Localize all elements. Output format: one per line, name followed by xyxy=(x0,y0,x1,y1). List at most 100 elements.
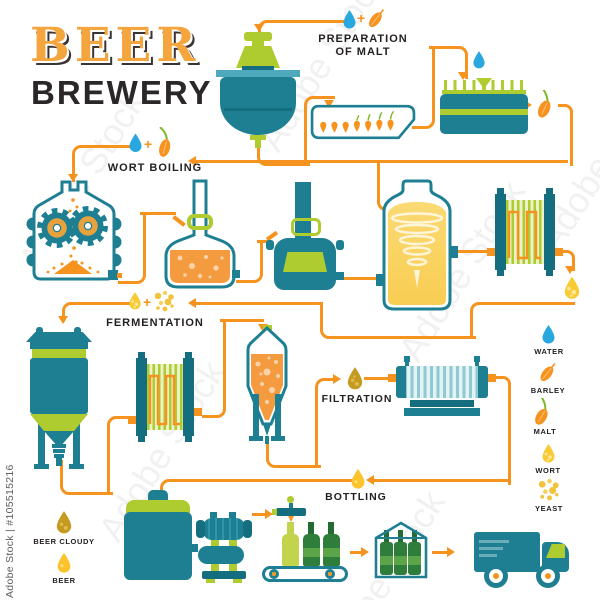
exchanger-tab xyxy=(497,270,504,276)
falling-grain xyxy=(46,198,100,274)
flow-line xyxy=(220,319,264,322)
flow-line xyxy=(364,377,390,380)
pump xyxy=(196,512,254,584)
filter-port xyxy=(388,374,396,382)
plus-icon: + xyxy=(357,10,366,26)
exchanger-plate xyxy=(495,194,506,270)
flow-arrowhead xyxy=(361,547,369,557)
truck-wheel-hub xyxy=(545,573,551,579)
malt-icon xyxy=(538,90,551,118)
filled-bottle-neck xyxy=(328,522,334,535)
ferm-leg xyxy=(73,418,80,464)
flow-arrowhead xyxy=(254,24,264,32)
bottle-label-band xyxy=(303,548,320,557)
truck-box xyxy=(474,532,540,572)
whirlpool-swirl xyxy=(390,212,444,267)
stage-label-preparation: PREPARATION xyxy=(318,33,408,45)
stage-label-preparation-2: OF MALT xyxy=(335,46,391,58)
truck-wheel xyxy=(536,564,560,588)
pump-leg xyxy=(229,540,237,546)
kiln-stripe xyxy=(440,109,528,115)
tank-outlet-stem xyxy=(255,140,261,148)
tank-rim xyxy=(216,70,300,77)
conveyor-wheel-hub xyxy=(272,572,276,576)
flow-arrowhead xyxy=(58,316,68,324)
exchanger-tab xyxy=(185,436,192,442)
filler-valve-stem xyxy=(289,503,293,509)
flow-line xyxy=(304,96,335,166)
mash-tun xyxy=(164,179,240,289)
tank-body xyxy=(220,77,296,135)
ferm-band-lime xyxy=(32,349,86,358)
kettle-outlet xyxy=(336,272,344,280)
kettle-chimney xyxy=(295,182,311,242)
legend-label-malt: MALT xyxy=(533,427,557,436)
germination-tray xyxy=(310,104,416,140)
flow-arrowhead xyxy=(68,174,78,182)
flow-line xyxy=(236,240,263,283)
stage-label-fermentation: FERMENTATION xyxy=(106,317,204,329)
watermark-id: Adobe Stock | #105515216 xyxy=(4,464,16,598)
flow-arrowhead xyxy=(265,509,273,519)
tank-funnel xyxy=(236,46,280,68)
flow-line xyxy=(350,551,363,554)
exchanger-tab xyxy=(185,352,192,358)
pump-base xyxy=(202,571,246,579)
truck-stripe xyxy=(479,540,509,543)
delivery-truck xyxy=(474,528,570,590)
water-drop-icon xyxy=(129,133,142,152)
flow-line xyxy=(432,551,449,554)
exchanger-tab xyxy=(546,188,553,194)
ferm-foot xyxy=(69,464,84,469)
water-drop-icon xyxy=(343,10,356,29)
exchanger-tab xyxy=(138,436,145,442)
page-subtitle: BREWERY xyxy=(31,74,213,111)
flow-line xyxy=(118,212,146,284)
pump-stand xyxy=(229,564,237,571)
tank-lid xyxy=(126,500,190,513)
exchanger-plate xyxy=(183,358,194,436)
wort-drop-icon xyxy=(542,444,555,463)
legend-label-water: WATER xyxy=(534,347,564,356)
steeping-tank xyxy=(216,30,300,150)
filter-machine xyxy=(396,356,488,418)
exchanger-port xyxy=(128,416,136,424)
flow-line xyxy=(315,378,338,468)
sprouting-grains xyxy=(320,110,395,133)
flow-line xyxy=(196,160,568,163)
tank-cap xyxy=(244,32,272,41)
whirlpool-tank xyxy=(376,179,458,311)
filler-valve-cap xyxy=(272,509,277,515)
flow-line xyxy=(412,46,435,129)
kettle-ring xyxy=(291,218,321,236)
flow-line xyxy=(561,250,575,271)
ferm-rib xyxy=(52,444,66,448)
exchanger-tab xyxy=(497,188,504,194)
flow-line xyxy=(62,302,133,322)
beer-drop-icon xyxy=(351,468,365,489)
ferm-band xyxy=(30,342,88,349)
wort-drop-icon xyxy=(564,276,580,299)
truck-stripe xyxy=(479,554,497,557)
flow-arrowhead xyxy=(366,475,374,485)
flow-arrowhead xyxy=(188,156,196,166)
filter-port xyxy=(488,374,496,382)
filled-bottle-neck xyxy=(308,522,314,535)
heat-exchanger-2 xyxy=(136,350,194,444)
stage-label-wort-boiling: WORT BOILING xyxy=(107,162,203,174)
flow-arrowhead xyxy=(333,374,341,384)
legend-label-beer-cloudy: BEER CLOUDY xyxy=(33,537,95,546)
ferm-cone-upper xyxy=(30,414,88,431)
exchanger-port xyxy=(555,248,563,256)
barley-icon xyxy=(369,9,385,28)
exchanger-coil xyxy=(148,374,180,426)
ferm-cone-tip xyxy=(44,431,74,444)
water-drop-icon xyxy=(473,51,485,69)
filter-post-stem xyxy=(475,360,479,368)
flow-line xyxy=(252,513,267,516)
bright-beer-tank xyxy=(124,488,198,582)
filter-pedestal xyxy=(410,400,474,407)
filter-post xyxy=(404,356,410,362)
mill-gears xyxy=(37,206,108,248)
water-drop-icon xyxy=(542,325,555,344)
